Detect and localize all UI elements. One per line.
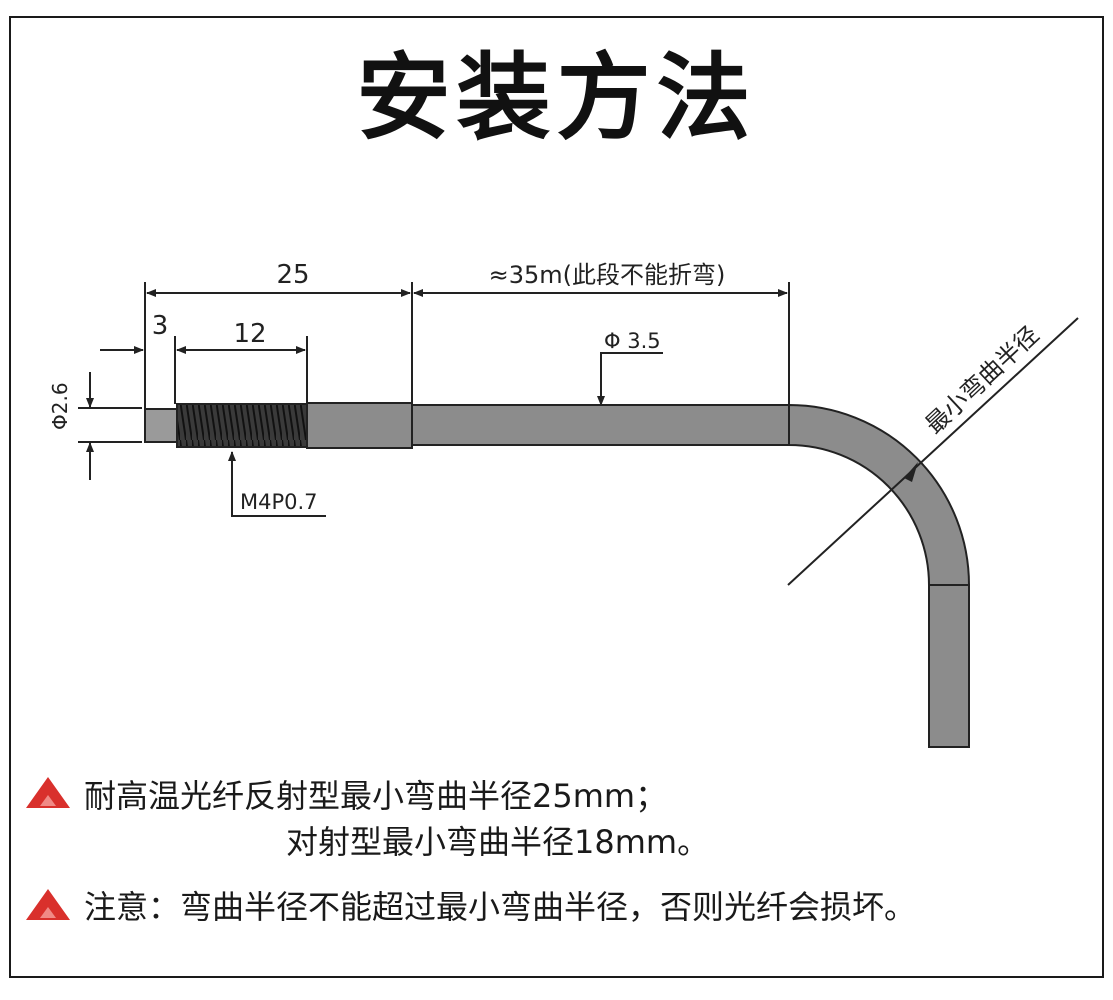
dimension-lines bbox=[78, 289, 788, 517]
bend-radius-arrow bbox=[904, 462, 918, 482]
page-title: 安装方法 bbox=[356, 44, 757, 153]
warning-icon bbox=[26, 889, 70, 920]
dim-tip-diameter: Φ2.6 bbox=[48, 382, 72, 430]
dim-total-left: 25 bbox=[276, 260, 309, 290]
bend-radius-line bbox=[787, 317, 1079, 586]
note-through-beam: 对射型最小弯曲半径18mm。 bbox=[286, 823, 710, 861]
dim-fiber-diameter: Φ 3.5 bbox=[604, 329, 661, 353]
note-warning: 注意：弯曲半径不能超过最小弯曲半径，否则光纤会损坏。 bbox=[84, 888, 917, 926]
dim-thread: 12 bbox=[233, 319, 266, 349]
dim-fiber-length: ≈35m(此段不能折弯) bbox=[489, 261, 726, 289]
extension-lines bbox=[144, 282, 790, 408]
bend-radius-label: 最小弯曲半径 bbox=[920, 321, 1044, 440]
fiber-cable bbox=[144, 402, 971, 748]
warning-icon bbox=[26, 777, 70, 808]
note-reflective: 耐高温光纤反射型最小弯曲半径25mm； bbox=[84, 777, 668, 815]
thread-spec: M4P0.7 bbox=[240, 490, 318, 514]
dim-tip: 3 bbox=[152, 311, 169, 341]
